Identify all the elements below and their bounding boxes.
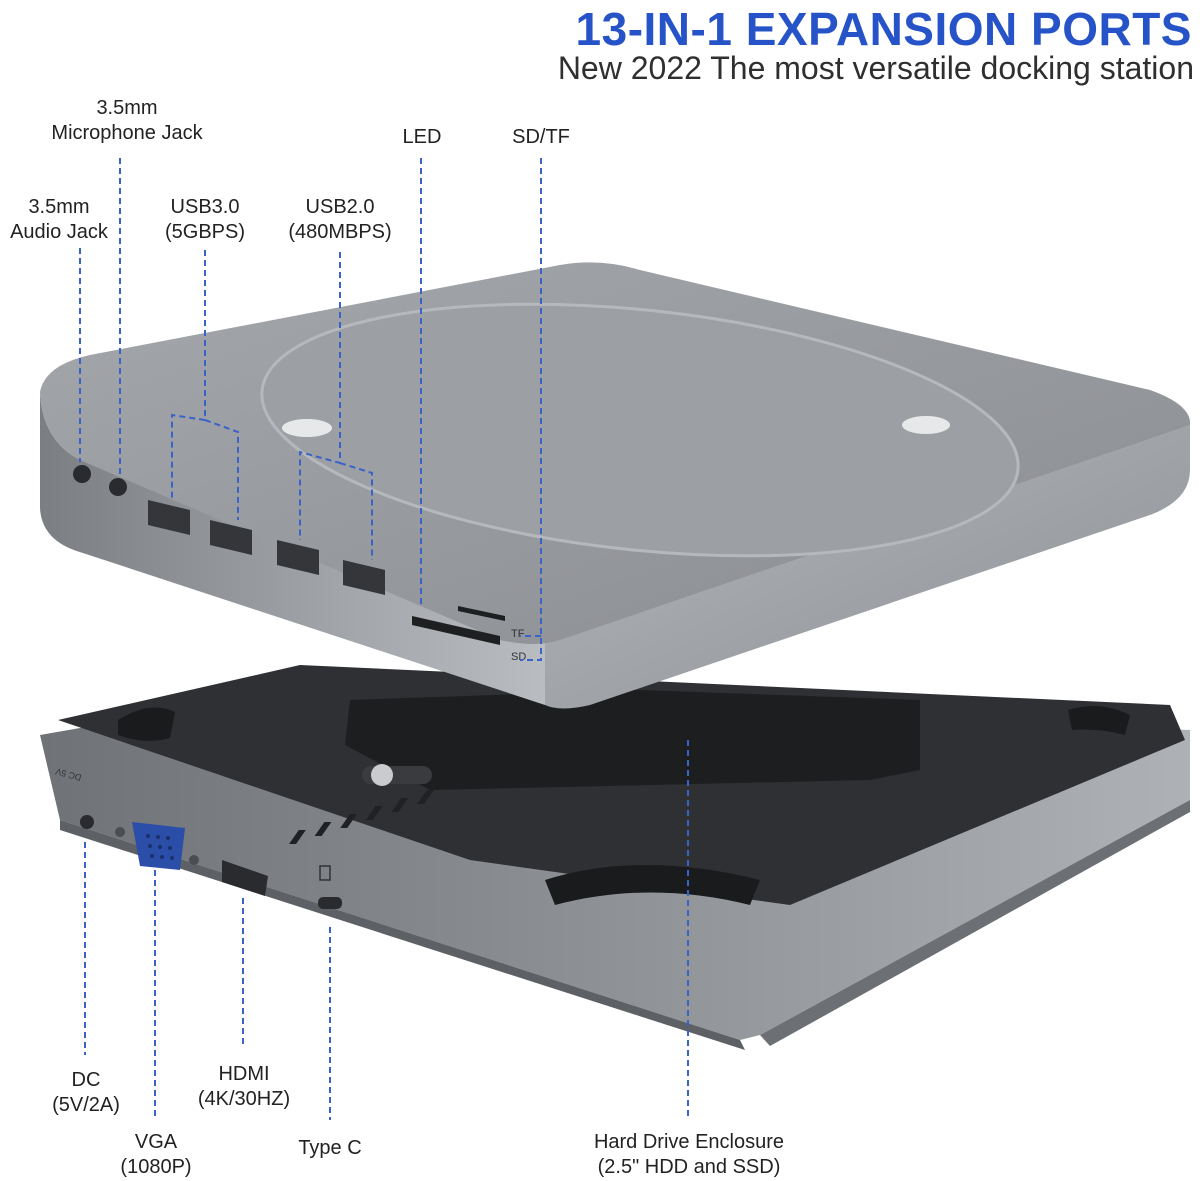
page-title: 13-IN-1 EXPANSION PORTS xyxy=(575,3,1192,55)
sd-marking: SD xyxy=(511,651,526,663)
page-subtitle: New 2022 The most versatile docking stat… xyxy=(557,50,1194,86)
lower-unit: DC 5V xyxy=(40,665,1190,1050)
label-type-c: Type C xyxy=(298,1137,362,1159)
label-led: LED xyxy=(402,126,442,148)
callout-lines xyxy=(79,158,689,1120)
label-vga: VGA(1080P) xyxy=(120,1131,192,1178)
label-sd-tf: SD/TF xyxy=(512,126,570,148)
label-dc: DC(5V/2A) xyxy=(52,1069,120,1116)
tf-marking: TF xyxy=(511,628,525,640)
label-hard-drive-enclosure: Hard Drive Enclosure(2.5" HDD and SSD) xyxy=(593,1131,785,1178)
label-usb2: USB2.0(480MBPS) xyxy=(288,196,392,243)
upper-unit: TF SD xyxy=(40,262,1191,709)
label-usb3: USB3.0(5GBPS) xyxy=(164,196,246,243)
label-hdmi: HDMI(4K/30HZ) xyxy=(197,1063,291,1110)
